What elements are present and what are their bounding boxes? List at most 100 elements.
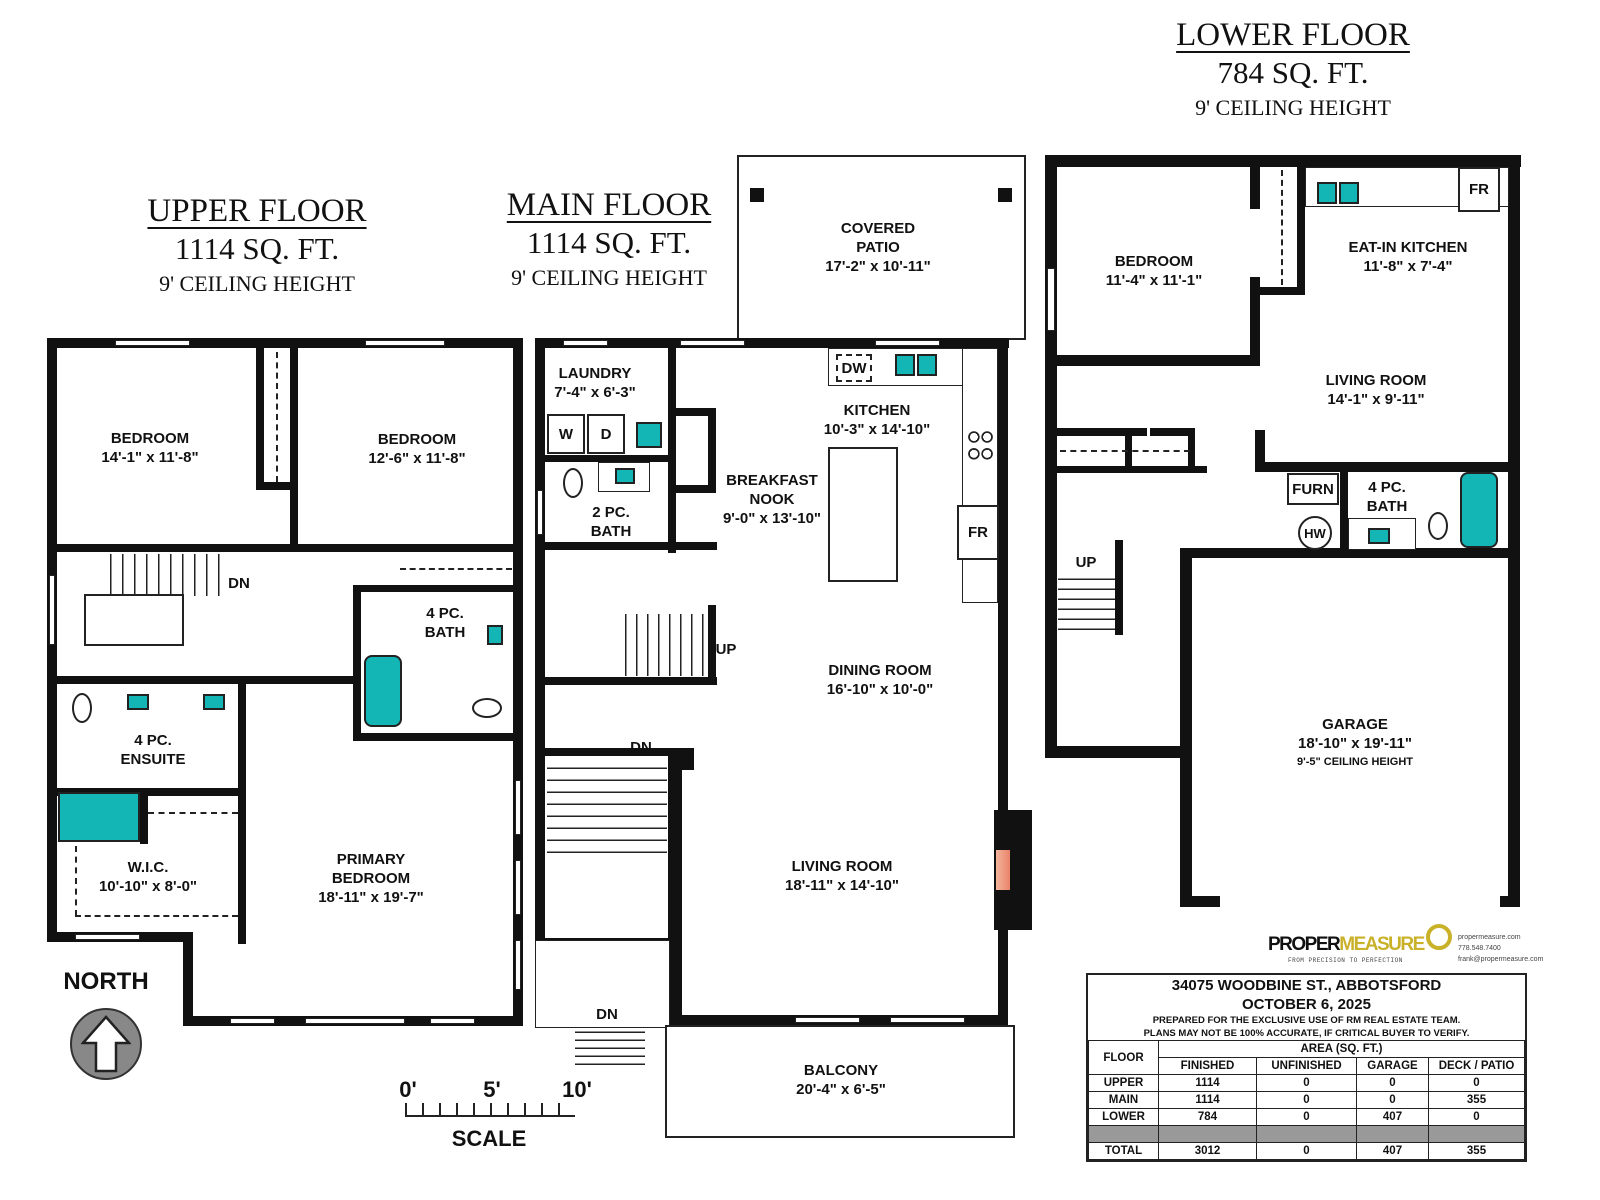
wall bbox=[1115, 540, 1123, 635]
sink bbox=[1339, 182, 1359, 204]
wall bbox=[545, 542, 717, 550]
logo-target-icon bbox=[1426, 924, 1452, 950]
stair-up-label: UP bbox=[715, 641, 737, 658]
window bbox=[430, 1018, 475, 1024]
col-header: DECK / PATIO bbox=[1428, 1057, 1525, 1075]
sink bbox=[127, 694, 149, 710]
stairs bbox=[625, 614, 710, 676]
wall bbox=[668, 748, 682, 1038]
sink bbox=[1317, 182, 1337, 204]
wall bbox=[708, 408, 716, 493]
col-header: GARAGE bbox=[1356, 1057, 1429, 1075]
window bbox=[365, 340, 445, 346]
wall bbox=[513, 338, 523, 1026]
wall bbox=[353, 733, 517, 741]
closet-line bbox=[400, 568, 512, 570]
toilet-icon bbox=[72, 693, 92, 723]
floor-area: 1114 SQ. FT. bbox=[526, 225, 692, 260]
floor-area: 784 SQ. FT. bbox=[1217, 55, 1369, 90]
date: OCTOBER 6, 2025 bbox=[1242, 996, 1371, 1013]
wall bbox=[676, 485, 716, 493]
wall bbox=[1250, 277, 1260, 366]
stair-down-label: DN bbox=[228, 575, 250, 592]
wall bbox=[1255, 430, 1265, 470]
floor-name: MAIN FLOOR bbox=[506, 187, 712, 223]
wall bbox=[998, 338, 1008, 1018]
toilet-icon bbox=[563, 468, 583, 498]
wall bbox=[57, 544, 517, 552]
closet-wall bbox=[256, 348, 264, 488]
covered-patio bbox=[737, 155, 1026, 340]
wall bbox=[1057, 355, 1257, 366]
sink bbox=[1368, 528, 1390, 544]
wall bbox=[1180, 896, 1220, 907]
logo-wordmark: PROPERMEASURE bbox=[1268, 934, 1425, 955]
north-label: NORTH bbox=[63, 968, 149, 995]
col-header: FLOOR bbox=[1088, 1040, 1159, 1075]
room-label-bath: 4 PC.BATH bbox=[424, 605, 466, 641]
wall bbox=[353, 585, 361, 740]
stair-landing bbox=[84, 594, 184, 646]
stairs bbox=[547, 758, 667, 853]
kitchen-island bbox=[828, 447, 898, 582]
sink bbox=[895, 354, 915, 376]
exterior-stairs bbox=[575, 1025, 645, 1065]
toilet-icon bbox=[472, 698, 502, 718]
wall bbox=[183, 932, 193, 1026]
closet-line bbox=[1281, 170, 1283, 285]
room-label-4pc-bath: 4 PC.BATH bbox=[1366, 479, 1408, 515]
fridge: FR bbox=[957, 505, 999, 560]
sink bbox=[203, 694, 225, 710]
window bbox=[305, 1018, 405, 1024]
north-arrow-icon bbox=[70, 1008, 142, 1080]
wall bbox=[290, 348, 298, 548]
window bbox=[537, 490, 543, 535]
lower-floor-title: LOWER FLOOR 784 SQ. FT. 9' CEILING HEIGH… bbox=[1176, 16, 1410, 124]
closet-wall bbox=[256, 482, 296, 490]
window bbox=[230, 1018, 275, 1024]
stair-down-label: DN bbox=[596, 1006, 618, 1023]
wall bbox=[545, 677, 717, 685]
wall bbox=[140, 788, 148, 844]
sink bbox=[487, 625, 503, 645]
column bbox=[672, 748, 694, 770]
spacer-row bbox=[1088, 1125, 1525, 1143]
wall bbox=[47, 338, 523, 348]
toilet-icon bbox=[1428, 512, 1448, 540]
wall bbox=[545, 748, 675, 756]
window bbox=[1047, 268, 1055, 331]
wall bbox=[1340, 462, 1348, 557]
wall bbox=[1188, 428, 1195, 473]
ceiling-height: 9' CEILING HEIGHT bbox=[159, 271, 355, 296]
info-table: 34075 WOODBINE ST., ABBOTSFORD OCTOBER 6… bbox=[1086, 973, 1527, 1162]
stairs bbox=[110, 554, 225, 596]
disclaimer: PLANS MAY NOT BE 100% ACCURATE, IF CRITI… bbox=[1143, 1028, 1470, 1039]
hot-water-tank: HW bbox=[1298, 516, 1332, 550]
wall bbox=[355, 585, 517, 592]
room-label-ensuite: 4 PC.ENSUITE bbox=[120, 732, 186, 768]
wall bbox=[1045, 746, 1187, 758]
post bbox=[998, 188, 1012, 202]
wall bbox=[1150, 428, 1195, 436]
sink bbox=[615, 468, 635, 484]
propermeasure-logo: PROPERMEASURE FROM PRECISION TO PERFECTI… bbox=[1268, 924, 1543, 970]
window bbox=[49, 575, 55, 645]
closet-line bbox=[1060, 450, 1190, 452]
window bbox=[115, 340, 190, 346]
wall bbox=[708, 605, 716, 685]
